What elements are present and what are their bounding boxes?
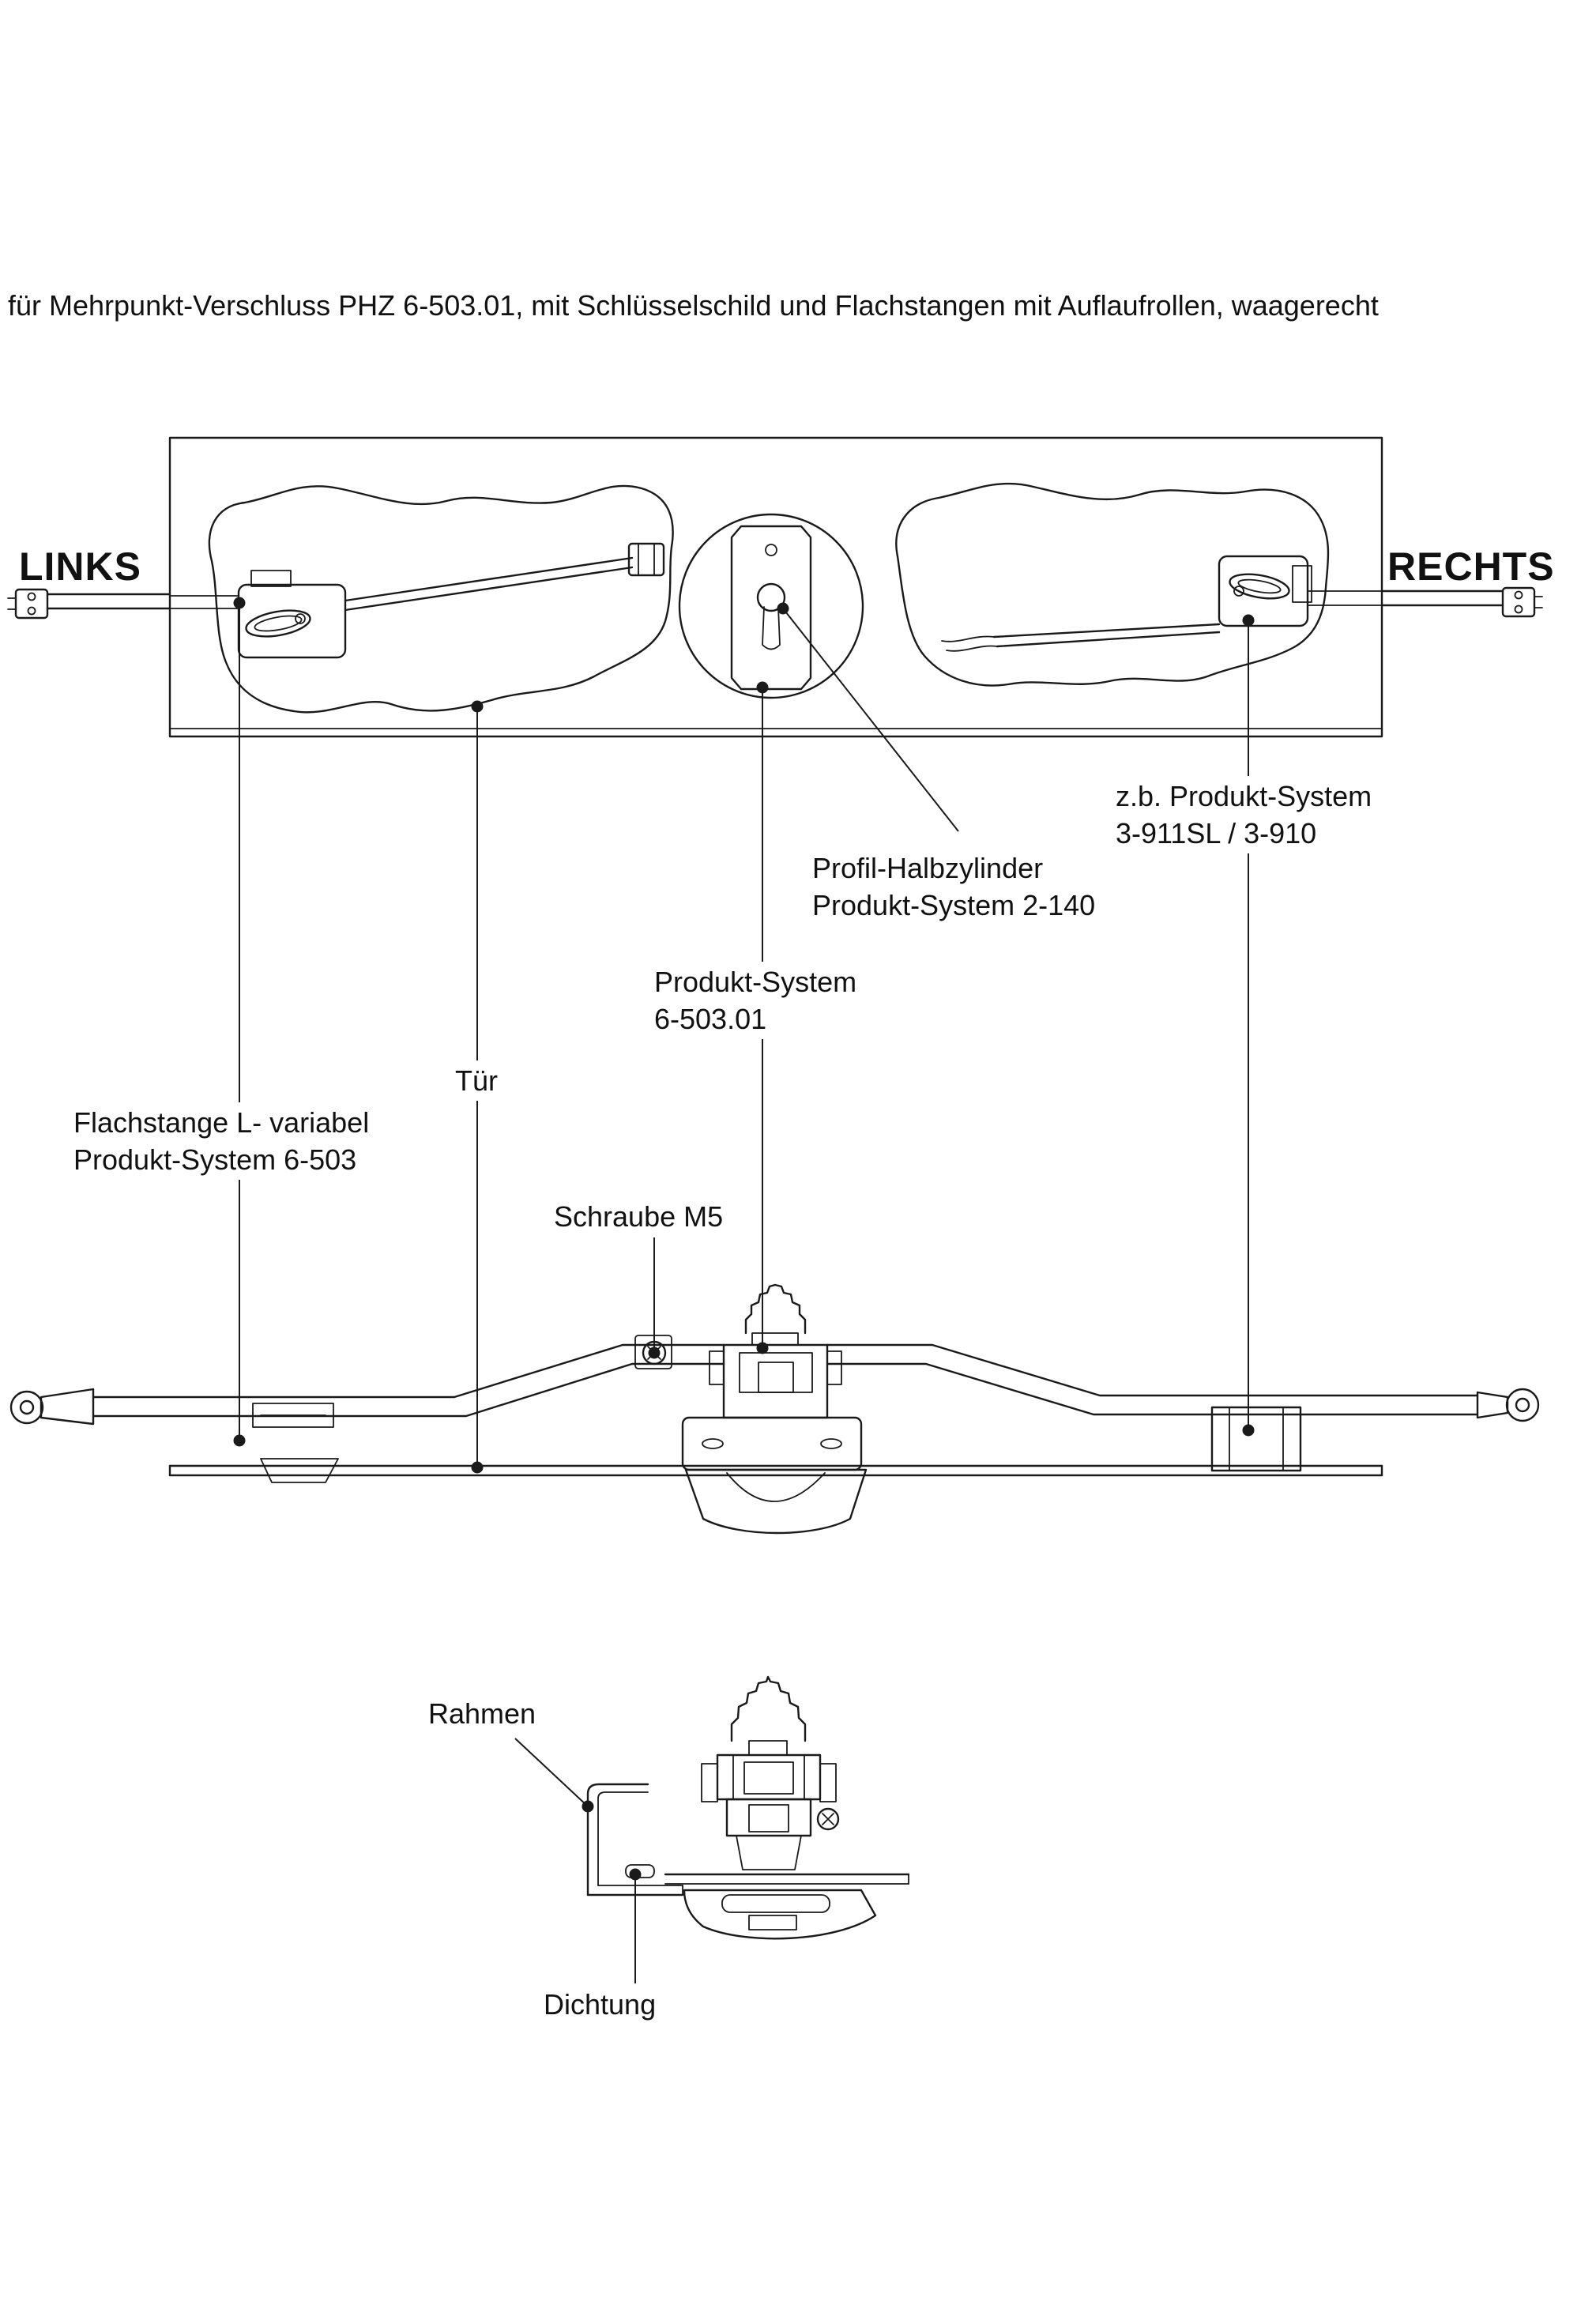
left-flat-bar [92,1343,725,1399]
callout-dots [233,597,1255,1881]
callout-text: Profil-Halbzylinder [812,852,1044,884]
callout-text: Rahmen [428,1697,536,1730]
section-screw [816,1807,840,1831]
orientation-label-left: LINKS [19,544,141,589]
right-guide-block [1210,1406,1302,1472]
door-top-view-drawing [7,436,1543,738]
cylinder-detail-circle [678,513,864,699]
callout-text: z.b. Produkt-System [1116,780,1372,812]
page-title: für Mehrpunkt-Verschluss PHZ 6-503.01, m… [8,289,1379,322]
right-roller [1476,1388,1540,1422]
callout-dichtung: Dichtung [537,1984,663,2025]
lock-assembly-drawing [9,1283,1540,1535]
callout-text: Produkt-System 6-503 [73,1143,357,1176]
callout-text: Dichtung [544,1988,657,2021]
callout-lock-system: Produkt-System 6-503.01 [648,962,864,1039]
callout-flachstange: Flachstange L- variabel Produkt-System 6… [67,1102,376,1180]
cross-section-drawing [586,1675,910,1940]
callout-text: 6-503.01 [654,1003,767,1035]
lock-body-section [664,1675,910,1940]
right-breakout-outline [895,482,1330,687]
left-latch-bracket [237,542,665,659]
leader-halbzylinder [782,608,959,832]
handle-cup [684,1468,868,1535]
left-breakout-outline [208,484,674,714]
callout-text: Flachstange L- variabel [73,1106,370,1139]
callout-text: Produkt-System 2-140 [812,889,1096,921]
callout-alt-system: z.b. Produkt-System 3-911SL / 3-910 [1109,776,1379,853]
right-latch-bracket [941,555,1383,652]
callout-text: Produkt-System [654,966,857,998]
right-rod-end-connector [1380,586,1543,618]
left-rod-end-connector [7,588,171,620]
callout-text: 3-911SL / 3-910 [1116,817,1317,849]
callout-tuer: Tür [449,1060,504,1101]
knurled-knob [730,1675,807,1742]
callout-text: Tür [455,1064,498,1097]
left-guide-clip [252,1403,339,1483]
frame-bracket [586,1783,684,1896]
faceplate-strip [168,1464,1383,1477]
callout-text: Schraube M5 [554,1200,724,1233]
keyhole [756,582,786,650]
central-lock-body [681,1283,868,1535]
knurled-knob [744,1283,807,1335]
leader-rahmen [514,1738,589,1807]
orientation-label-right: RECHTS [1387,544,1555,589]
callout-schraube: Schraube M5 [548,1196,730,1237]
handle-cup-section [683,1889,877,1940]
left-roller [9,1388,95,1426]
callout-rahmen: Rahmen [422,1693,543,1734]
callout-halbzylinder: Profil-Halbzylinder Produkt-System 2-140 [806,848,1102,925]
right-flat-bar [826,1343,1479,1397]
door-panel-outline [168,436,1383,738]
